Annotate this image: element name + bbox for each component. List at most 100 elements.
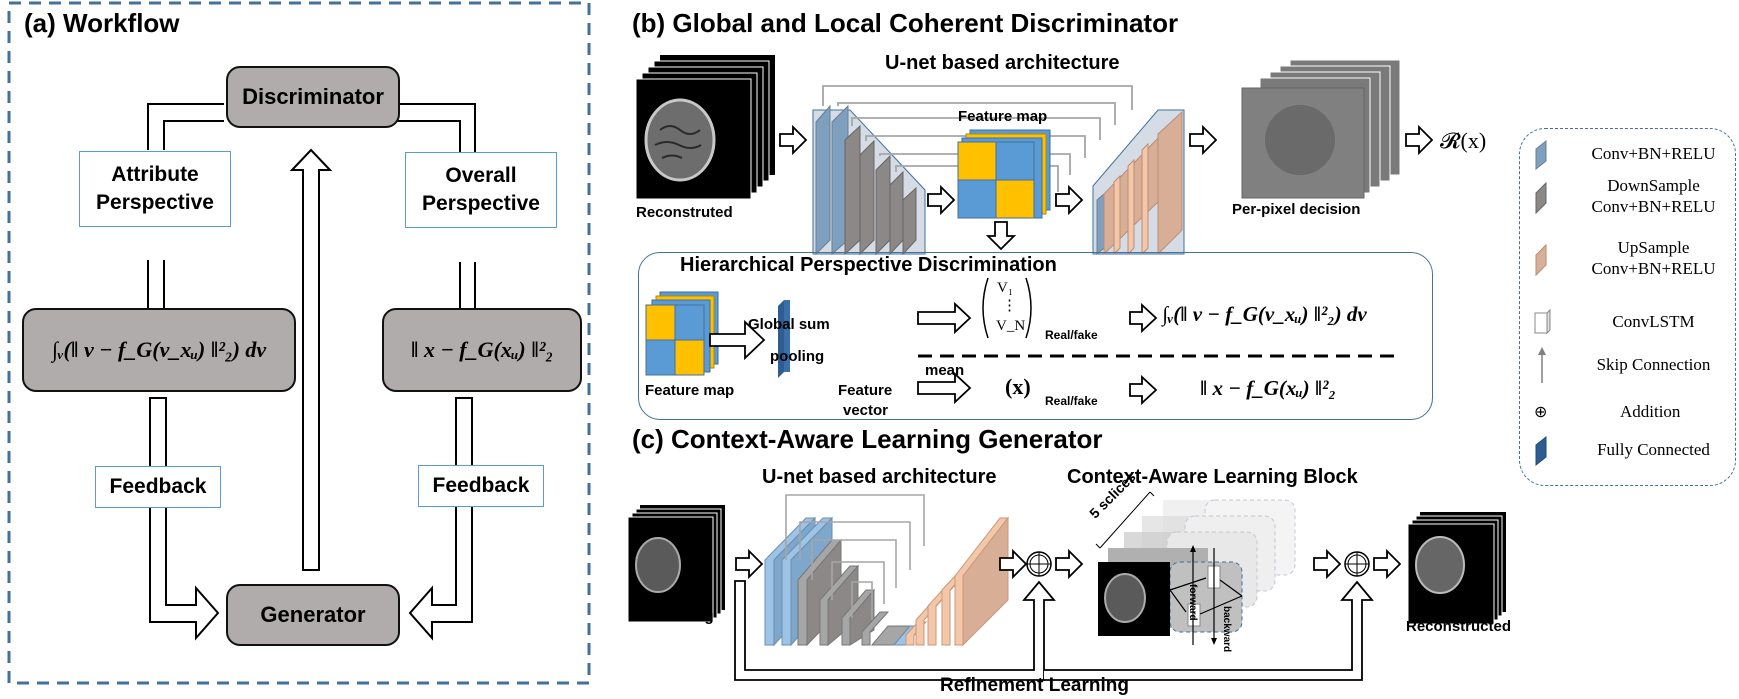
refinement-learning-label: Refinement Learning [940, 675, 1129, 696]
legend-item-conv: Conv+BN+RELU [1520, 139, 1735, 171]
upsample-block-icon [1535, 244, 1547, 277]
arrow-to-loss-bottom [1129, 374, 1158, 406]
convlstm-cube-icon [1534, 308, 1551, 335]
vector-dots: ⋮ [1002, 298, 1017, 314]
pooling-label-1: Global sum [748, 316, 830, 333]
vector-v1: V₁ [997, 280, 1014, 296]
encoder-blocks [815, 104, 917, 256]
attribute-loss-node: ∫ᵥ(‖ v − f_G(v_xᵤ) ‖²₂) dv [22, 308, 296, 392]
forward-label: forward [1187, 584, 1198, 621]
arrow-decoder-to-output [1189, 124, 1218, 156]
arrow-disc-to-overall [396, 103, 476, 152]
panel-c-title: (c) Context-Aware Learning Generator [632, 424, 1103, 454]
arrow-calb-to-add2 [1313, 548, 1342, 580]
fm-q1 [957, 141, 997, 181]
feature-vector-label-1: Feature [838, 382, 893, 399]
feature-map-label: Feature map [958, 108, 1048, 125]
arrow-fm-to-decoder [1055, 184, 1084, 216]
fc-block-icon [1535, 435, 1547, 467]
convlstm-cell-2 [1187, 603, 1201, 627]
arrow-pooling [709, 319, 766, 361]
generator-node: Generator [226, 584, 400, 646]
reconstructed-output-label: Reconstructed [1406, 618, 1512, 635]
hpd-feature-map [645, 291, 719, 376]
discriminator-label: Discriminator [242, 84, 384, 109]
x-vector: (x) [1005, 374, 1031, 399]
feature-map-cube [957, 129, 1051, 219]
calb-label: Context-Aware Learning Block [1067, 466, 1358, 488]
reconstructed-input-stack [635, 55, 775, 200]
downsample-block-icon [1535, 182, 1547, 215]
arrow-to-loss-top [1129, 302, 1158, 334]
brain-image [644, 98, 716, 182]
attribute-perspective-tag: Attribute Perspective [79, 151, 231, 227]
zero-filling-stack [627, 505, 725, 623]
arrow-encoder-to-fm [927, 184, 956, 216]
feature-vector-bar [778, 300, 790, 378]
fm-q2 [995, 141, 1035, 181]
feedback-left-tag: Feedback [95, 466, 221, 508]
legend-item-convlstm: ConvLSTM [1520, 308, 1735, 335]
generator-skip-connections [785, 494, 925, 620]
feedback-right-tag: Feedback [418, 465, 544, 507]
hpd-feature-map-label: Feature map [645, 382, 735, 399]
panel-c-unet-label: U-net based architecture [762, 466, 997, 488]
arrow-to-vector-bottom [917, 371, 972, 405]
decoder-blocks [1096, 110, 1183, 256]
hpd-box [638, 252, 1433, 420]
panel-b-title: (b) Global and Local Coherent Discrimina… [632, 8, 1179, 38]
vector-bracket-right [1025, 277, 1032, 339]
real-fake-top: Real/fake [1045, 328, 1098, 342]
arrow-unet-to-add1 [999, 548, 1028, 580]
panel-b-unet-label: U-net based architecture [885, 52, 1120, 74]
legend-item-addition: ⊕ Addition [1534, 402, 1681, 422]
discriminator-node: Discriminator [226, 66, 400, 128]
reconstructed-output-stack [1407, 512, 1506, 625]
panel-a-title: (a) Workflow [24, 8, 180, 38]
vector-vn: V_N [996, 318, 1026, 334]
addition-icon: ⊕ [1534, 402, 1548, 422]
mean-label: mean [925, 362, 965, 379]
addition-node-2 [1344, 551, 1370, 577]
generator-unet-blocks [764, 516, 1010, 647]
feature-vector-label-2: vector [843, 402, 889, 419]
calb-stack [1095, 491, 1296, 645]
legend-box: Conv+BN+RELU DownSample Conv+BN+RELU UpS… [1519, 128, 1736, 486]
arrow-add1-to-calb [1055, 548, 1084, 580]
arrow-generator-to-discriminator [289, 148, 333, 571]
addition-node-1 [1026, 551, 1052, 577]
arrow-decision-to-R [1405, 124, 1434, 156]
backward-label: backward [1221, 606, 1232, 653]
arrow-fm-to-hpd [985, 221, 1017, 251]
overall-loss-node: ‖ x − f_G(xᵤ) ‖²₂ [382, 308, 582, 392]
conv-block-icon [1535, 139, 1547, 171]
legend-item-upsample: UpSample Conv+BN+RELU [1520, 237, 1735, 280]
hpd-title: Hierarchical Perspective Discrimination [680, 254, 1057, 276]
per-pixel-decision-stack [1241, 59, 1401, 199]
attribute-loss-formula: ∫ᵥ(‖ v − f_G(v_xᵤ) ‖²₂) dv [51, 337, 267, 362]
generator-label: Generator [260, 602, 366, 627]
arrow-add2-to-output [1373, 548, 1402, 580]
r-of-x-symbol: 𝓡(x) [1440, 128, 1487, 153]
refinement-outer-loop [1044, 580, 1374, 681]
fm-q4 [995, 179, 1035, 219]
legend-item-downsample: DownSample Conv+BN+RELU [1520, 175, 1735, 218]
slices-bracket [1095, 491, 1155, 549]
real-fake-bottom: Real/fake [1045, 394, 1098, 408]
skip-arrow-icon [1538, 347, 1546, 383]
legend-item-fc: Fully Connected [1520, 435, 1735, 467]
hpd-loss-top: ∫ᵥ(‖ v − f_G(v_xᵤ) ‖²₂) dv [1162, 302, 1367, 326]
legend-item-skip: Skip Connection [1520, 347, 1735, 383]
arrow-zf-to-unet [735, 548, 764, 580]
overall-loss-formula: ‖ x − f_G(xᵤ) ‖²₂ [410, 337, 554, 362]
overall-perspective-tag: Overall Perspective [405, 152, 557, 228]
hpd-loss-bottom: ‖ x − f_G(xᵤ) ‖²₂ [1200, 376, 1336, 400]
panel-a-frame [7, 1, 591, 685]
per-pixel-decision-label: Per-pixel decision [1232, 201, 1361, 218]
pooling-label-2: pooling [770, 348, 825, 365]
vector-bracket-left [982, 277, 989, 339]
reconstructed-input-label: Reconstruted [636, 204, 733, 221]
